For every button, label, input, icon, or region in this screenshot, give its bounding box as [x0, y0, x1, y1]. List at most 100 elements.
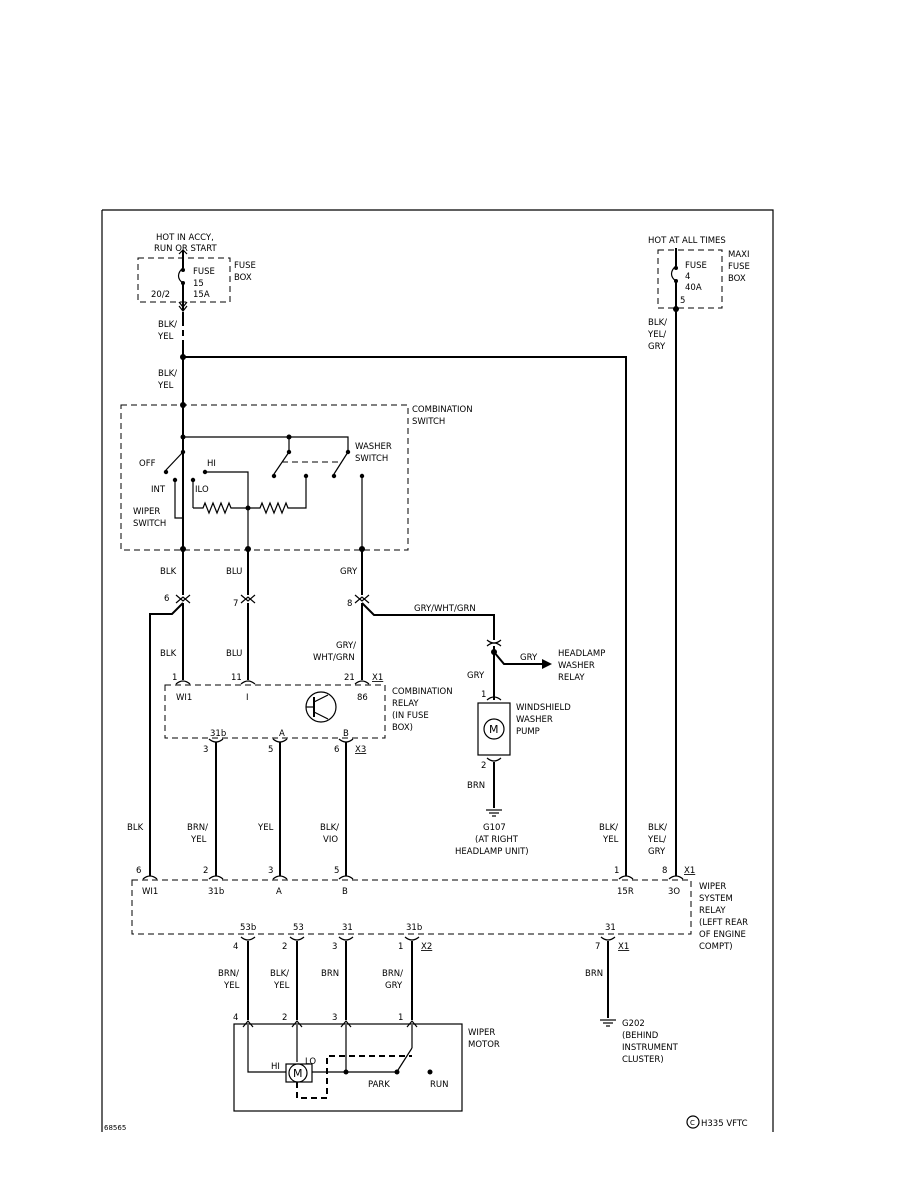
svg-text:INSTRUMENT: INSTRUMENT — [622, 1043, 679, 1053]
svg-text:1: 1 — [398, 942, 403, 952]
page-frame — [102, 209, 774, 1132]
svg-text:(AT RIGHT: (AT RIGHT — [475, 835, 519, 845]
svg-text:53: 53 — [293, 923, 304, 933]
wire-label: BLK/ — [158, 320, 177, 330]
svg-text:4: 4 — [233, 942, 238, 952]
hot-all-times-label: HOT AT ALL TIMES — [648, 236, 726, 246]
combo-switch-label-2: SWITCH — [412, 417, 445, 427]
wire-gry-wht-grn — [361, 602, 495, 640]
svg-text:3O: 3O — [668, 887, 680, 897]
wire-label: GRY — [385, 981, 403, 991]
fuse-amperage: 15A — [193, 290, 210, 300]
wire-blk-wi1 — [149, 602, 184, 876]
svg-text:WINDSHIELD: WINDSHIELD — [516, 703, 571, 713]
figure-id: 68565 — [104, 1124, 126, 1132]
svg-text:2: 2 — [282, 1013, 287, 1023]
combo-switch-label-1: COMBINATION — [412, 405, 473, 415]
wire-label: YEL/ — [647, 330, 666, 340]
svg-text:1: 1 — [481, 690, 486, 700]
wire-label: YEL — [157, 381, 174, 391]
resistor-1 — [193, 501, 248, 515]
svg-text:(IN FUSE: (IN FUSE — [392, 711, 429, 721]
svg-text:WASHER: WASHER — [516, 715, 553, 725]
svg-text:21: 21 — [344, 673, 355, 683]
copyright-label: H335 VFTC — [701, 1119, 748, 1129]
svg-text:WIPER: WIPER — [468, 1028, 495, 1038]
svg-text:B: B — [342, 887, 348, 897]
svg-text:15R: 15R — [617, 887, 634, 897]
svg-text:3: 3 — [332, 942, 337, 952]
svg-text:2: 2 — [282, 942, 287, 952]
svg-text:1: 1 — [398, 1013, 403, 1023]
svg-text:31b: 31b — [208, 887, 224, 897]
svg-text:86: 86 — [357, 693, 368, 703]
wire-label: YEL — [223, 981, 240, 991]
wire-label: YEL — [273, 981, 290, 991]
washer-pump — [477, 702, 511, 756]
svg-text:2: 2 — [481, 761, 486, 771]
wiper-system-relay: 6 2 3 5 1 8 X1 WI1 31b A B 15R 3O WIPER … — [131, 866, 748, 952]
svg-text:7: 7 — [595, 942, 600, 952]
combination-relay: 1 11 21 X1 WI1 I 86 COMBINATION RELAY (I… — [164, 673, 453, 755]
headlamp-relay-label-2: WASHER — [558, 661, 595, 671]
wire-label: BLU — [226, 649, 242, 659]
wire-label: BLK/ — [648, 823, 667, 833]
connector-pin-6: 6 — [164, 594, 191, 604]
svg-text:PUMP: PUMP — [516, 727, 540, 737]
svg-text:4: 4 — [233, 1013, 238, 1023]
fuse-number: 15 — [193, 279, 204, 289]
wire-label: BLK — [160, 649, 177, 659]
svg-text:GRY: GRY — [520, 653, 538, 663]
svg-text:1: 1 — [172, 673, 177, 683]
svg-text:(BEHIND: (BEHIND — [622, 1031, 659, 1041]
wire-label: BLK/ — [320, 823, 339, 833]
svg-text:G202: G202 — [622, 1019, 645, 1029]
wire-label: BRN/ — [187, 823, 208, 833]
svg-text:COMBINATION: COMBINATION — [392, 687, 453, 697]
svg-text:2: 2 — [203, 866, 208, 876]
fuse-label: FUSE — [193, 267, 215, 277]
svg-text:RELAY: RELAY — [392, 699, 419, 709]
svg-text:RUN: RUN — [430, 1080, 449, 1090]
wire-label: YEL — [257, 823, 274, 833]
svg-text:COMPT): COMPT) — [699, 942, 733, 952]
svg-text:6: 6 — [136, 866, 141, 876]
fuse-box-label-2: BOX — [234, 273, 252, 283]
washer-pump-branch: GRY HEADLAMP WASHER RELAY GRY 1 M WINDSH… — [455, 639, 605, 857]
svg-text:31b: 31b — [210, 729, 226, 739]
svg-text:11: 11 — [231, 673, 242, 683]
washer-switch-label-1: WASHER — [355, 442, 392, 452]
svg-text:A: A — [279, 729, 285, 739]
fuse-box-15: HOT IN ACCY, RUN OR START FUSE 15 15A 20… — [137, 233, 256, 312]
svg-text:6: 6 — [334, 745, 339, 755]
svg-text:OF ENGINE: OF ENGINE — [699, 930, 746, 940]
wire-label: BRN — [585, 969, 603, 979]
wire-label: WHT/GRN — [313, 653, 355, 663]
svg-text:X3: X3 — [355, 745, 366, 755]
svg-text:X1: X1 — [618, 942, 629, 952]
svg-text:MOTOR: MOTOR — [468, 1040, 500, 1050]
wire-label: GRY/ — [336, 641, 356, 651]
maxi-fuse-number: 4 — [685, 272, 690, 282]
wire-label: BLK/ — [648, 318, 667, 328]
svg-text:WI1: WI1 — [176, 693, 192, 703]
headlamp-relay-label-3: RELAY — [558, 673, 585, 683]
switch-off-label: OFF — [139, 459, 156, 469]
motor-icon — [483, 718, 505, 740]
maxi-fuse-pin: 5 — [680, 296, 685, 306]
wire-label: BLU — [226, 567, 242, 577]
svg-text:(LEFT REAR: (LEFT REAR — [699, 918, 748, 928]
svg-text:8: 8 — [347, 599, 352, 609]
svg-text:I: I — [246, 693, 249, 703]
svg-text:1: 1 — [614, 866, 619, 876]
switch-lo-label: ILO — [195, 485, 209, 495]
maxi-fuse-box: HOT AT ALL TIMES FUSE 4 40A 5 MAXI FUSE … — [647, 236, 750, 876]
svg-text:CLUSTER): CLUSTER) — [622, 1055, 664, 1065]
svg-text:X2: X2 — [421, 942, 432, 952]
washer-switch-label-2: SWITCH — [355, 454, 388, 464]
svg-text:A: A — [276, 887, 282, 897]
fuse-box-label-1: FUSE — [234, 261, 256, 271]
svg-text:6: 6 — [164, 594, 169, 604]
wiper-motor: 4 2 3 1 WIPER MOTOR HI LO M PARK RUN — [233, 1013, 500, 1112]
svg-text:BOX): BOX) — [392, 723, 413, 733]
